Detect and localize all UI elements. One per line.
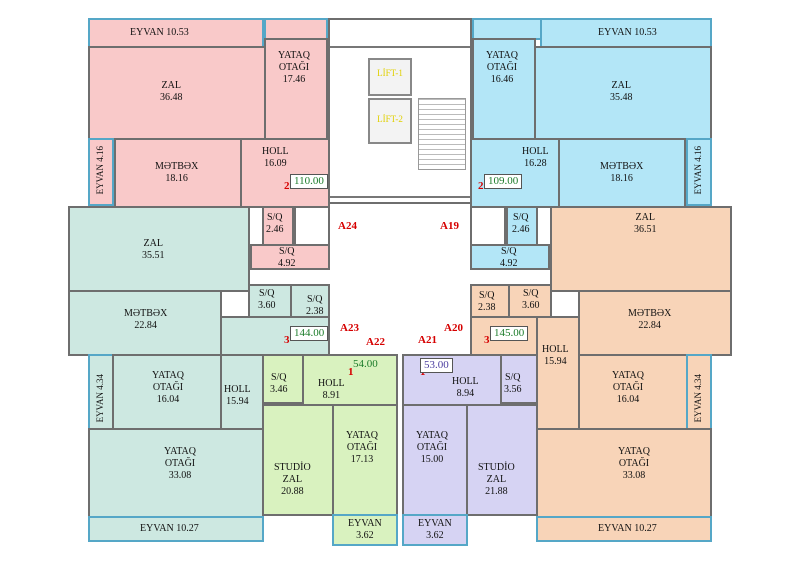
sg-holl bbox=[302, 354, 398, 406]
e-side-balcony-label: EYVAN 4.34 bbox=[693, 374, 703, 423]
sp-studio bbox=[466, 404, 538, 516]
axis-a21: A21 bbox=[418, 334, 437, 346]
w-sq1 bbox=[248, 284, 292, 318]
se-balcony-label: EYVAN 10.27 bbox=[598, 523, 657, 534]
e-side-balcony bbox=[686, 354, 712, 430]
sp-apartment-area: 53.00 bbox=[420, 358, 453, 373]
nw-balcony-2 bbox=[264, 18, 328, 40]
sp-balcony bbox=[402, 514, 468, 546]
e-yataq2 bbox=[536, 428, 712, 518]
w-apartment-area: 144.00 bbox=[290, 326, 329, 341]
ne-apartment-area: 109.00 bbox=[484, 174, 523, 189]
ne-side-balcony bbox=[686, 138, 712, 206]
core-wall-2 bbox=[330, 196, 470, 198]
nw-balcony-label: EYVAN 10.53 bbox=[130, 27, 189, 38]
ne-balcony-label: EYVAN 10.53 bbox=[598, 27, 657, 38]
axis-a20: A20 bbox=[444, 322, 463, 334]
sg-rooms-count: 1 bbox=[348, 366, 354, 378]
sg-studio bbox=[262, 404, 334, 516]
lift-1: LİFT-1 bbox=[368, 58, 412, 96]
sg-sq bbox=[262, 354, 304, 404]
nw-side-balcony-label: EYVAN 4.16 bbox=[95, 146, 105, 195]
e-holl bbox=[536, 316, 580, 430]
ne-side-balcony-label: EYVAN 4.16 bbox=[693, 146, 703, 195]
w-rooms-count: 3 bbox=[284, 334, 290, 346]
sg-apartment-area: 54.00 bbox=[353, 358, 378, 370]
sg-yataq bbox=[332, 404, 398, 516]
ne-balcony-2 bbox=[472, 18, 542, 40]
nw-sq1 bbox=[262, 206, 294, 246]
nw-side-balcony bbox=[88, 138, 114, 206]
axis-a24: A24 bbox=[338, 220, 357, 232]
ne-rooms-count: 2 bbox=[478, 180, 484, 192]
stair bbox=[418, 98, 466, 170]
sg-balcony bbox=[332, 514, 398, 546]
sw-balcony-label: EYVAN 10.27 bbox=[140, 523, 199, 534]
nw-rooms-count: 2 bbox=[284, 180, 290, 192]
axis-a23: A23 bbox=[340, 322, 359, 334]
e-apartment-area: 145.00 bbox=[490, 326, 529, 341]
ne-sq2 bbox=[470, 244, 550, 270]
ne-corridor bbox=[470, 206, 506, 246]
core-wall bbox=[330, 46, 470, 48]
lift-2: LİFT-2 bbox=[368, 98, 412, 144]
w-zal bbox=[68, 206, 250, 292]
e-zal bbox=[550, 206, 732, 292]
sw-balcony bbox=[88, 516, 264, 542]
sp-sq bbox=[500, 354, 538, 404]
nw-corridor bbox=[294, 206, 330, 246]
e-rooms-count: 3 bbox=[484, 334, 490, 346]
nw-zal bbox=[88, 46, 266, 140]
nw-apartment-area: 110.00 bbox=[290, 174, 328, 189]
axis-a19: A19 bbox=[440, 220, 459, 232]
ne-holl bbox=[470, 138, 560, 208]
w-side-balcony-label: EYVAN 4.34 bbox=[95, 374, 105, 423]
se-balcony bbox=[536, 516, 712, 542]
nw-sq2 bbox=[250, 244, 330, 270]
ne-zal bbox=[534, 46, 712, 140]
axis-a22: A22 bbox=[366, 336, 385, 348]
